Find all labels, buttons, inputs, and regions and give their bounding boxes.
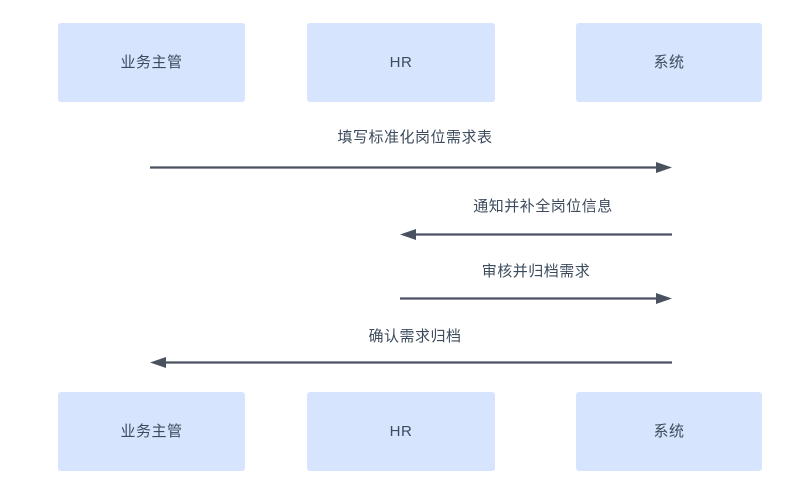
- participant-label: 系统: [653, 423, 685, 440]
- message-arrow-left-icon: [400, 228, 672, 240]
- message-label: 填写标准化岗位需求表: [337, 129, 493, 146]
- message-label: 确认需求归档: [368, 328, 462, 345]
- participant-box-system-top[interactable]: 系统: [576, 23, 762, 102]
- message-arrow-left-icon: [150, 356, 672, 368]
- participant-label: 业务主管: [120, 54, 183, 71]
- participant-box-system-bottom[interactable]: 系统: [576, 392, 762, 471]
- participant-box-business-manager-bottom[interactable]: 业务主管: [58, 392, 245, 471]
- participant-label: 系统: [653, 54, 685, 71]
- participant-label: HR: [389, 54, 413, 71]
- message-label: 通知并补全岗位信息: [473, 198, 613, 215]
- participant-box-hr-bottom[interactable]: HR: [307, 392, 495, 471]
- message-arrow-right-icon: [150, 161, 672, 173]
- participant-box-hr-top[interactable]: HR: [307, 23, 495, 102]
- participant-label: 业务主管: [120, 423, 183, 440]
- message-label: 审核并归档需求: [481, 263, 591, 280]
- participant-box-business-manager-top[interactable]: 业务主管: [58, 23, 245, 102]
- message-arrow-right-icon: [400, 292, 672, 304]
- participant-label: HR: [389, 423, 413, 440]
